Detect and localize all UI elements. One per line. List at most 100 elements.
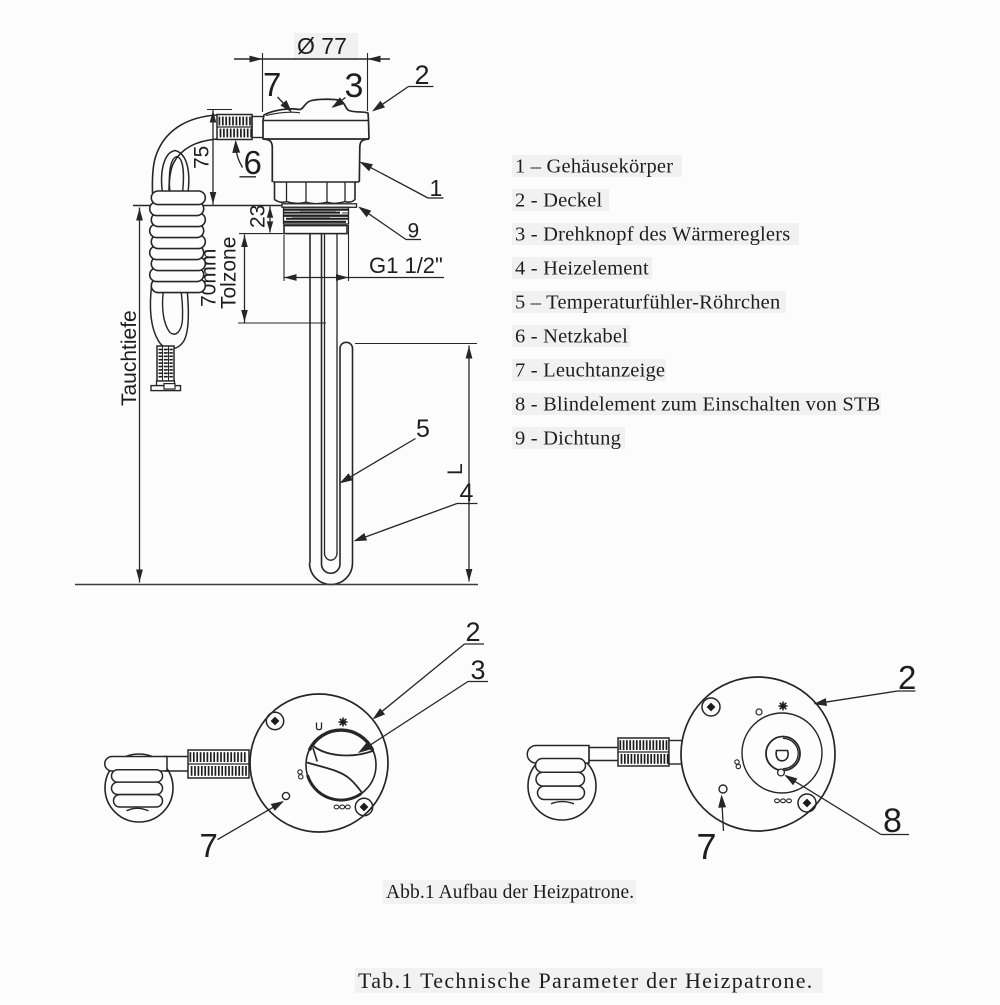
callout-indicator-light-arrowhead [280, 100, 292, 113]
dial-mark-dot [755, 708, 763, 716]
captions: Abb.1 Aufbau der Heizpatrone. Tab.1 Tech… [355, 880, 823, 993]
figure-caption: Abb.1 Aufbau der Heizpatrone. [386, 882, 634, 903]
side-view-drawing: Ø 77 75 23 70mm Tolzone Tauchtiefe G1 1/… [75, 33, 478, 586]
front-view-left: 2 3 7 [104, 617, 488, 864]
legend-item-bg [512, 189, 609, 211]
legend-item-bg [512, 155, 682, 177]
callout-fl-indicator-number: 7 [200, 827, 218, 864]
legend-item-1: 1 – Gehäusekörper [515, 156, 673, 178]
dim-75-label: 75 [191, 146, 214, 169]
legend-item-bg [512, 427, 625, 449]
screw [797, 793, 817, 813]
cap-top-profile [263, 98, 369, 116]
dim-tolzone-label-2: Tolzone [218, 237, 241, 309]
plug-grip-detail [550, 800, 575, 805]
cable-loop-top-outer [160, 149, 190, 194]
body-right-wall [358, 138, 370, 183]
callout-fr-blind-arrowhead [784, 774, 798, 786]
front-view-right: 2 8 7 [526, 659, 916, 867]
plug-grip-lobe [110, 769, 164, 783]
cap-top-detail [265, 111, 301, 117]
plug-grip-lobe [534, 757, 587, 774]
callout-fl-indicator-leader [217, 801, 283, 841]
arrowhead [465, 346, 473, 359]
arrowhead [241, 310, 248, 322]
table-caption: Tab.1 Technische Parameter der Heizpatro… [358, 968, 814, 993]
arrowhead [284, 274, 297, 281]
arrowhead [136, 569, 143, 582]
callout-seal-arrowhead [358, 206, 372, 218]
arrowhead [209, 110, 217, 123]
callout-fr-blind-number: 8 [883, 802, 902, 840]
legend-item-bg [512, 257, 652, 279]
knob-wave-upper [311, 744, 375, 757]
indicator-hole [718, 784, 728, 794]
knob-wave-lower [306, 761, 364, 795]
arrowhead [465, 569, 473, 582]
cable-loop-bottom-inner [161, 284, 184, 335]
callout-fr-cover-leader [815, 690, 898, 705]
knob-wave-tick [312, 747, 318, 762]
callout-heating-element-number: 4 [460, 479, 474, 507]
flange [283, 224, 348, 235]
callout-sensor-tube: 5 [339, 415, 430, 484]
cover-face-circle [680, 676, 836, 832]
body-left-wall [262, 138, 274, 182]
legend-item-bg [512, 359, 666, 381]
callout-heating-element: 4 [353, 479, 478, 542]
legend-item-bg [512, 325, 630, 347]
plug-base-detail [163, 383, 176, 390]
callout-fr-blind-leader [785, 775, 882, 836]
arrowhead [266, 206, 274, 218]
dim-height75: 75 [191, 108, 232, 205]
callout-fl-indicator: 7 [200, 801, 284, 864]
dial-mark-dot [774, 798, 780, 804]
callout-fr-cover: 2 [813, 659, 916, 706]
screw-slot [270, 716, 280, 726]
callout-fl-knob: 3 [358, 655, 488, 753]
blind-element-inner-ring [782, 737, 799, 770]
dial-mark-u [315, 722, 323, 731]
dim-diameter77-text-bg [294, 33, 358, 59]
dial-mark-flower [779, 702, 787, 710]
sensor-tube-cap [323, 552, 338, 561]
legend-item-2: 2 - Deckel [515, 190, 602, 212]
legend-item-bg [512, 393, 881, 415]
plug-grip-lobe [110, 781, 164, 796]
dim-g-label: G1 1/2" [369, 253, 443, 278]
dim-thread-size: G1 1/2" [283, 225, 444, 281]
dim-diameter77: Ø 77 [234, 33, 390, 112]
plug-grip-lobe [112, 793, 164, 808]
dial-mark-8 [735, 763, 742, 770]
screw-slot [706, 702, 716, 712]
callout-heating-element-arrowhead [353, 533, 368, 542]
dim-immersion-depth: Tauchtiefe [118, 207, 143, 583]
legend-item-4: 4 - Heizelement [515, 258, 649, 280]
legend-item-9: 9 - Dichtung [515, 428, 621, 450]
dim-tauchtiefe-label: Tauchtiefe [118, 310, 141, 406]
blind-element-slot [775, 749, 789, 762]
callout-fl-indicator-arrowhead [270, 801, 284, 811]
cover-recess-circle [741, 712, 823, 794]
callout-indicator-light: 7 [263, 66, 292, 113]
callout-sensor-tube-arrowhead [339, 473, 353, 484]
callout-thermostat-knob-arrowhead [331, 97, 345, 108]
callout-cover-number: 2 [415, 60, 430, 90]
dim-length: L [355, 342, 477, 582]
callout-fl-cover: 2 [372, 617, 484, 720]
callout-fr-indicator: 7 [697, 794, 727, 867]
callout-sensor-tube-leader [340, 437, 416, 483]
callout-fr-cover-arrowhead [813, 698, 827, 706]
dial-mark-dot [344, 804, 351, 810]
dial-mark-flower [339, 718, 347, 726]
callout-housing-body-leader [360, 161, 429, 199]
heating-element-tubes [308, 233, 354, 586]
dim-thread-zone23: 23 [239, 205, 283, 235]
screw-slot [802, 798, 812, 808]
knob-bold-arc-top [307, 728, 375, 751]
dim-diameter77-label: Ø 77 [297, 33, 347, 59]
plug-cable-sleeve [104, 755, 168, 772]
callout-fr-cover-number: 2 [898, 659, 916, 696]
